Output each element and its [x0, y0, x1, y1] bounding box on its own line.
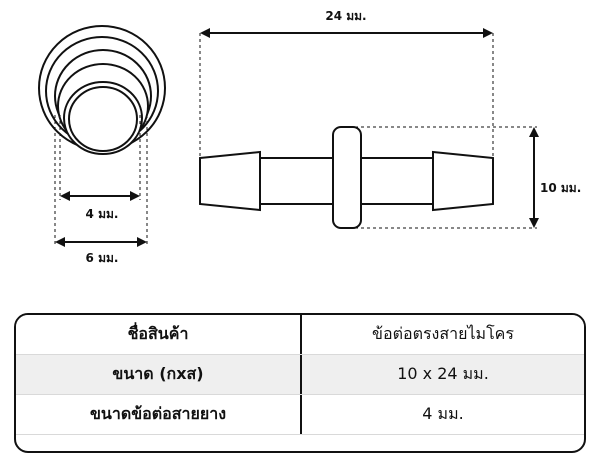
height-extension-lines: [355, 126, 537, 229]
end-view: [38, 25, 166, 155]
product-name-label: ชื่อสินค้า: [16, 315, 302, 354]
outer-diameter-label: 6 มม.: [86, 251, 119, 265]
outer-diameter-dimension: [55, 237, 147, 247]
length-dimension: [200, 28, 493, 38]
length-extension-lines: [199, 33, 494, 158]
hose-size-value: 4 มม.: [422, 404, 464, 423]
table-row: ขนาดข้อต่อสายยาง 4 มม.: [16, 395, 584, 435]
product-name-value: ข้อต่อตรงสายไมโคร: [372, 324, 514, 343]
length-label: 24 มม.: [325, 9, 366, 23]
height-dimension: [529, 127, 539, 228]
size-value: 10 x 24 มม.: [397, 364, 489, 383]
inner-diameter-label: 4 มม.: [86, 207, 119, 221]
connector-side-view: [199, 126, 494, 229]
table-row: ขนาด (กxส) 10 x 24 มม.: [16, 355, 584, 395]
size-label: ขนาด (กxส): [16, 355, 302, 394]
height-label: 10 มม.: [540, 181, 581, 195]
hose-size-label: ขนาดข้อต่อสายยาง: [16, 395, 302, 434]
table-row: ชื่อสินค้า ข้อต่อตรงสายไมโคร: [16, 315, 584, 355]
inner-diameter-dimension: [60, 191, 140, 201]
spec-table: ชื่อสินค้า ข้อต่อตรงสายไมโคร ขนาด (กxส) …: [14, 313, 586, 453]
technical-drawing: 4 มม. 6 มม. 24 มม. 10 มม.: [38, 9, 581, 265]
end-view-extension-lines: [54, 115, 148, 245]
